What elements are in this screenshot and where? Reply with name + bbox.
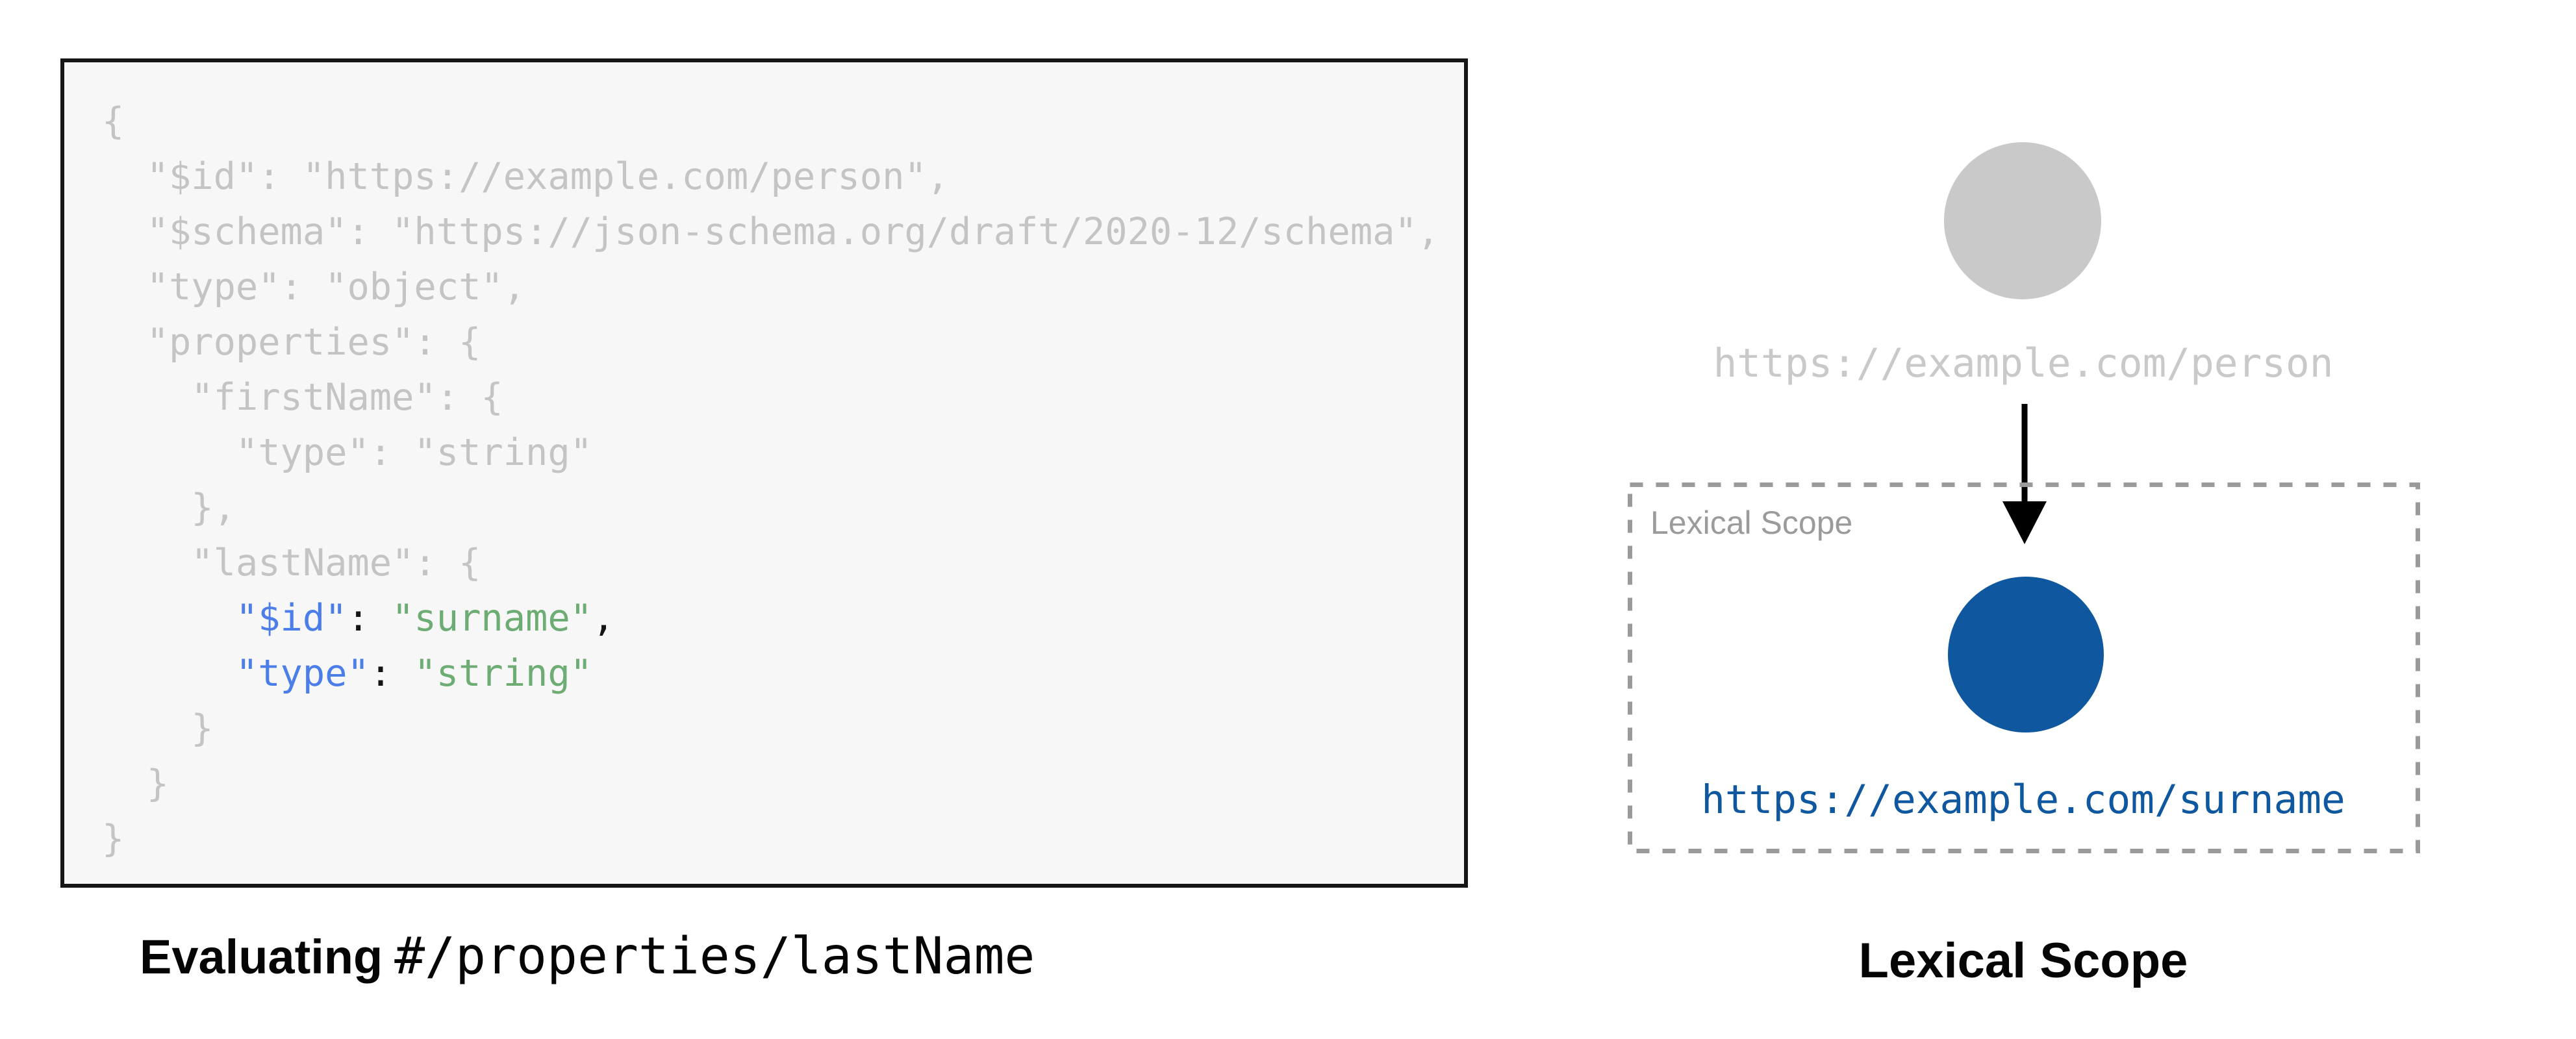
lexical-scope-boundary bbox=[1628, 482, 2420, 853]
code-line: "properties": { bbox=[102, 321, 481, 364]
code-line: "$schema": "https://json-schema.org/draf… bbox=[102, 210, 1440, 253]
code-line: "firstName": { bbox=[102, 376, 503, 419]
code-line: } bbox=[102, 818, 125, 860]
code-line: "type": "string" bbox=[235, 652, 592, 695]
left-caption-bold: Evaluating bbox=[140, 930, 383, 984]
schema-code: { "$id": "https://example.com/person", "… bbox=[64, 62, 1464, 867]
code-line: "lastName": { bbox=[102, 542, 481, 584]
down-arrow-icon bbox=[2002, 404, 2047, 544]
left-caption: Evaluating#/properties/lastName bbox=[140, 925, 1035, 988]
lexical-scope-label: Lexical Scope bbox=[1650, 505, 1853, 541]
code-line: "$id": "surname", bbox=[235, 597, 615, 640]
code-line: } bbox=[102, 707, 214, 750]
code-line: "type": "string" bbox=[102, 431, 592, 474]
left-caption-json-pointer: #/properties/lastName bbox=[394, 927, 1035, 986]
parent-schema-uri: https://example.com/person bbox=[1713, 340, 2334, 386]
code-line: }, bbox=[102, 486, 236, 529]
code-line: "$id": "https://example.com/person", bbox=[102, 155, 950, 198]
json-schema-code-block: { "$id": "https://example.com/person", "… bbox=[60, 58, 1468, 888]
parent-schema-node-circle bbox=[1944, 142, 2101, 299]
code-line: { bbox=[102, 100, 125, 143]
embedded-schema-uri: https://example.com/surname bbox=[1701, 777, 2345, 823]
code-line: } bbox=[102, 762, 169, 805]
embedded-schema-node-circle bbox=[1948, 577, 2104, 732]
right-caption: Lexical Scope bbox=[1858, 933, 2188, 988]
code-line: "type": "object", bbox=[102, 266, 526, 308]
